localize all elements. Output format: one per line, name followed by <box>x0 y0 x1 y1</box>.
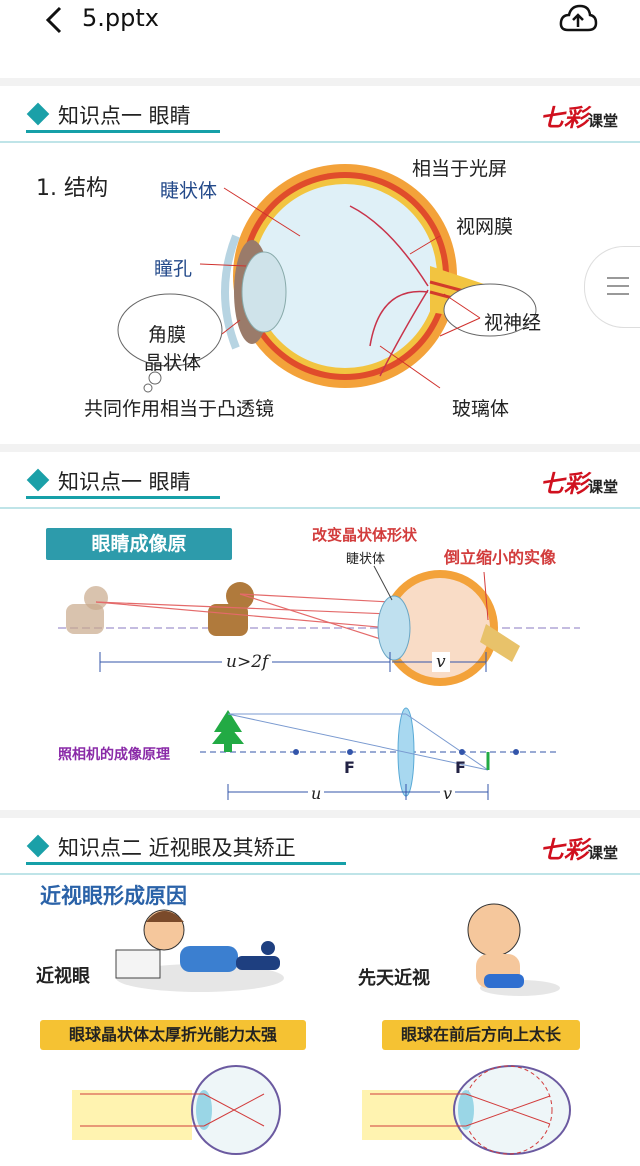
slide-title: 知识点一 眼睛 <box>58 470 191 494</box>
top-bar: 5.pptx <box>0 0 640 78</box>
label-v-camera: v <box>440 784 456 803</box>
label-pupil: 瞳孔 <box>154 258 193 280</box>
object-tree <box>214 710 242 732</box>
slide-title: 知识点二 近视眼及其矫正 <box>58 836 296 860</box>
near-dog <box>208 604 248 636</box>
label-vitreous: 玻璃体 <box>452 398 510 420</box>
baby-head <box>467 903 521 957</box>
eye-lens <box>377 595 411 661</box>
header-rule <box>0 873 640 875</box>
label-optic-nerve: 视神经 <box>484 312 542 334</box>
title-underline <box>26 130 220 133</box>
chevron-left-icon[interactable] <box>36 2 76 42</box>
label-u: u <box>308 784 325 803</box>
brand-logo: 七彩课堂 <box>539 835 618 864</box>
eye-vitreous <box>253 184 437 368</box>
title-underline <box>26 496 220 499</box>
label-cornea: 角膜 <box>148 324 187 346</box>
label-camera-principle: 照相机的成像原理 <box>58 747 170 763</box>
header-rule <box>0 507 640 509</box>
cornea-lens-cloud <box>117 293 223 367</box>
label-change-lens: 改变晶状体形状 <box>312 526 418 544</box>
kid-shirt <box>180 946 238 972</box>
eye-diagram <box>117 164 537 393</box>
far-dog <box>66 604 104 634</box>
cloud-upload-icon[interactable] <box>558 2 598 36</box>
label-convex-lens-equivalent: 共同作用相当于凸透镜 <box>84 398 275 420</box>
eye-lens <box>241 251 287 333</box>
brand-logo: 七彩课堂 <box>539 103 618 132</box>
slide-header: 知识点二 近视眼及其矫正 七彩课堂 <box>0 818 640 875</box>
slide-header: 知识点一 眼睛 七彩课堂 <box>0 86 640 143</box>
slide-title: 知识点一 眼睛 <box>58 104 191 128</box>
slide-header: 知识点一 眼睛 七彩课堂 <box>0 452 640 509</box>
section-heading: 1. 结构 <box>36 176 108 201</box>
book <box>115 949 161 979</box>
subtitle-myopia-cause: 近视眼形成原因 <box>40 884 187 908</box>
imaging-principle-tag: 眼睛成像原 <box>46 528 232 560</box>
light-beam-1 <box>72 1090 192 1140</box>
label-retina: 视网膜 <box>456 216 514 238</box>
eye-cornea <box>221 234 240 350</box>
brand-logo: 七彩课堂 <box>539 469 618 498</box>
light-beam-2 <box>362 1090 462 1140</box>
myopia-eye-1 <box>191 1065 281 1155</box>
eye-imaging-diagram <box>58 565 580 800</box>
header-rule <box>0 141 640 143</box>
eye-inner <box>390 578 490 678</box>
label-ciliary-body-2: 睫状体 <box>346 552 386 567</box>
label-v: v <box>432 652 450 672</box>
blood-vessels <box>349 205 429 377</box>
optic-nerve <box>480 624 520 662</box>
slide-3[interactable]: 知识点二 近视眼及其矫正 七彩课堂 近视眼形成原因 近视眼 先天近视 <box>0 818 640 1166</box>
label-ciliary-body: 睫状体 <box>160 180 218 202</box>
label-lens: 晶状体 <box>144 352 202 374</box>
myopia-illustration <box>72 903 571 1155</box>
label-u-gt-2f: u>2f <box>222 652 273 672</box>
label-congenital-myopia: 先天近视 <box>358 968 430 989</box>
label-myopia: 近视眼 <box>36 966 90 987</box>
label-focal-left: F <box>344 758 355 777</box>
cause-lens-too-thick: 眼球晶状体太厚折光能力太强 <box>40 1020 306 1050</box>
label-screen-equivalent: 相当于光屏 <box>412 158 508 180</box>
label-inverted-image: 倒立缩小的实像 <box>444 548 557 567</box>
slide-2[interactable]: 知识点一 眼睛 七彩课堂 眼睛成像原 改变晶状体形状 睫状体 倒立缩小的实像 <box>0 452 640 810</box>
title-underline <box>26 862 346 865</box>
file-name: 5.pptx <box>82 4 159 32</box>
label-focal-right: F <box>455 758 466 777</box>
cause-eyeball-too-long: 眼球在前后方向上太长 <box>382 1020 580 1050</box>
retina-cloud <box>443 283 537 337</box>
slide-1[interactable]: 知识点一 眼睛 七彩课堂 1. 结构 睫状体 瞳孔 角膜 <box>0 86 640 444</box>
